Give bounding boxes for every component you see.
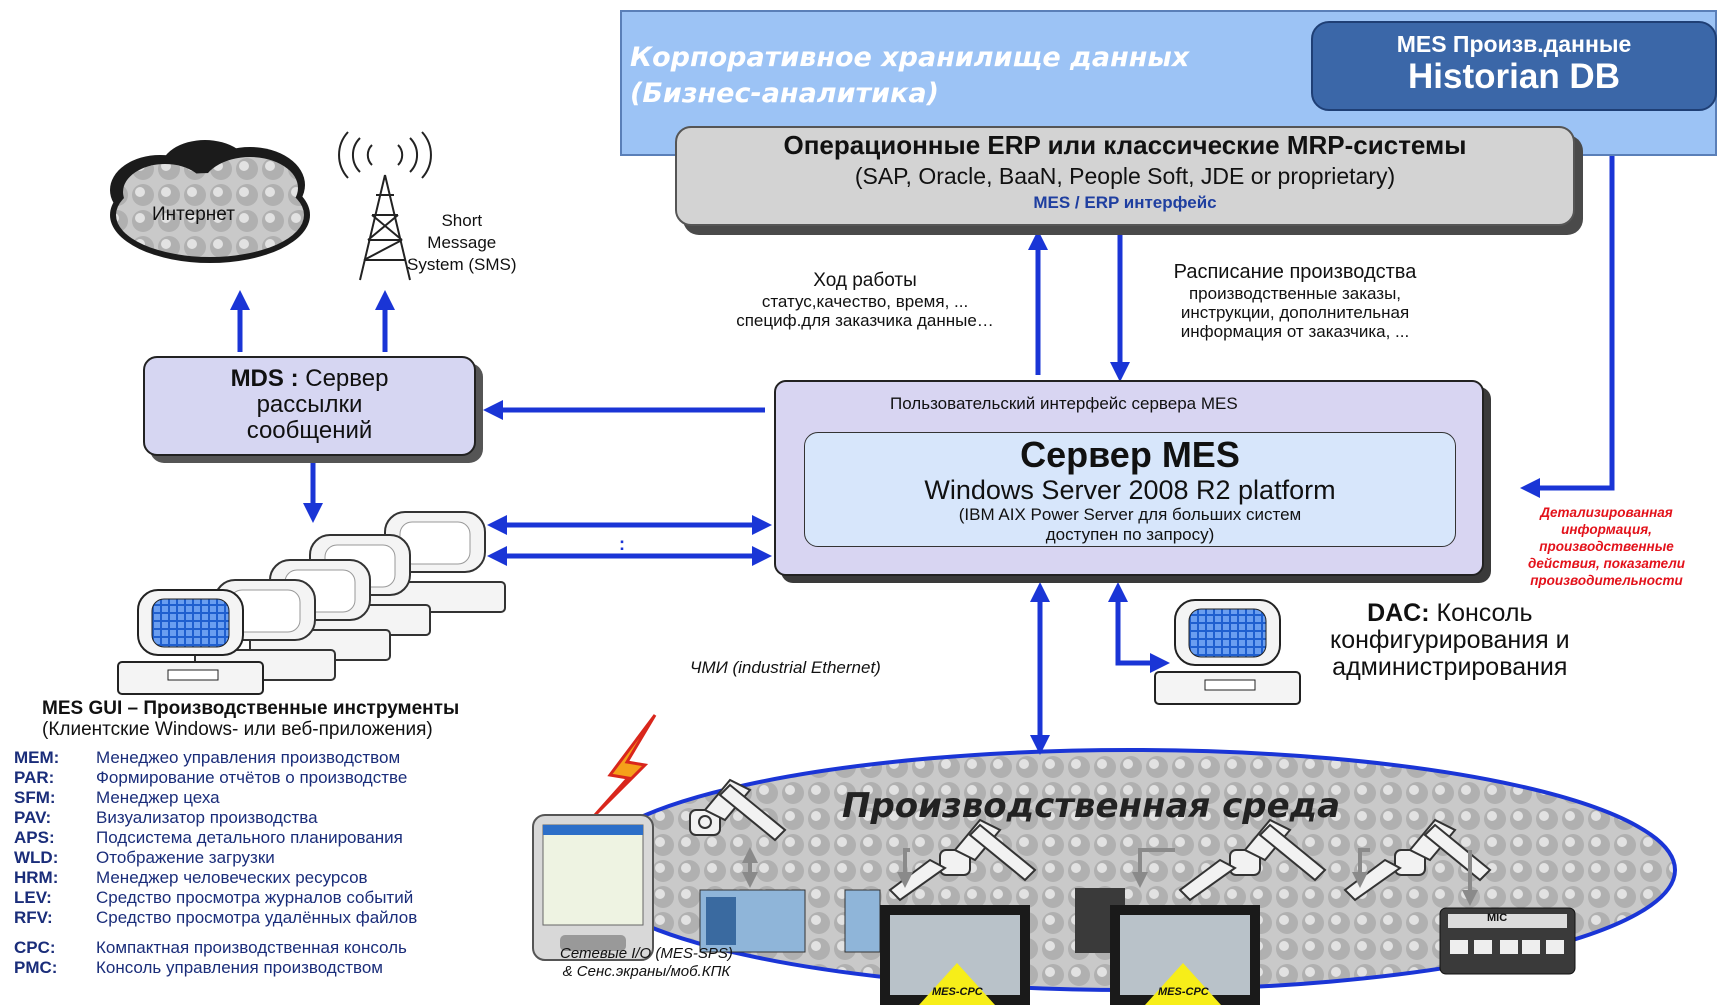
dac-rest: Консоль bbox=[1429, 599, 1533, 627]
internet-label: Интернет bbox=[152, 204, 235, 225]
server-title: Сервер MES bbox=[1020, 434, 1240, 475]
module-item: WLD:Отображение загрузки bbox=[14, 848, 275, 867]
warehouse-line2: (Бизнес-аналитика) bbox=[630, 78, 939, 109]
erp-title: Операционные ERP или классические MRP-си… bbox=[783, 130, 1467, 160]
cloud-icon bbox=[110, 140, 310, 263]
io-line1: Сетевые I/O (MES-SPS) bbox=[560, 945, 733, 962]
schedule-line2: инструкции, дополнительная bbox=[1180, 303, 1410, 322]
io-line2: & Сенс.экраны/моб.КПК bbox=[562, 963, 731, 980]
server-note2: доступен по запросу) bbox=[1045, 525, 1215, 544]
sms-line3: System (SMS) bbox=[407, 255, 517, 274]
cpc-tag: MES-CPC bbox=[1158, 986, 1209, 998]
touch-panel-icon bbox=[880, 905, 1260, 1005]
progress-title: Ход работы bbox=[813, 270, 917, 291]
progress-line2: специф.для заказчика данные… bbox=[736, 311, 994, 330]
schedule-flow-label: Расписание производства производственные… bbox=[1130, 260, 1460, 341]
schedule-line3: информация от заказчика, ... bbox=[1180, 322, 1410, 341]
mds-rest: Сервер bbox=[298, 365, 389, 392]
mes-server-inner: Сервер MES Windows Server 2008 R2 platfo… bbox=[804, 432, 1456, 547]
dac-line2: конфигурирования и bbox=[1330, 626, 1570, 654]
io-module-icon bbox=[699, 888, 1125, 953]
production-title: Производственная среда bbox=[842, 786, 1341, 826]
red-line1: Детализированная bbox=[1540, 505, 1673, 520]
gray-arrows bbox=[742, 847, 1478, 906]
dac-label: DAC: Консоль конфигурирования и админист… bbox=[1330, 600, 1570, 681]
module-item: PMC:Консоль управления производством bbox=[14, 958, 383, 977]
module-item: APS:Подсистема детального планирования bbox=[14, 828, 403, 847]
server-platform: Windows Server 2008 R2 platform bbox=[924, 475, 1336, 505]
warehouse-line1: Корпоративное хранилище данных bbox=[630, 42, 1190, 73]
sms-line1: Short bbox=[441, 211, 483, 230]
data-warehouse-label: Корпоративное хранилище данных (Бизнес-а… bbox=[630, 40, 1189, 112]
mds-line3: сообщений bbox=[246, 417, 373, 444]
module-item: LEV:Средство просмотра журналов событий bbox=[14, 888, 414, 907]
erp-box: Операционные ERP или классические MRP-си… bbox=[675, 126, 1575, 226]
server-note1: (IBM AIX Power Server для больших систем bbox=[958, 505, 1302, 524]
robot-arm-icon bbox=[689, 778, 1492, 902]
sms-line2: Message bbox=[427, 233, 497, 252]
colon-label: : bbox=[619, 534, 625, 554]
pda-icon bbox=[532, 814, 654, 961]
progress-flow-label: Ход работы статус,качество, время, ... с… bbox=[705, 270, 1025, 330]
schedule-title: Расписание производства bbox=[1173, 261, 1417, 283]
red-line5: производительности bbox=[1530, 573, 1683, 588]
lightning-icon bbox=[593, 714, 657, 817]
mds-box: MDS : Сервер рассылки сообщений bbox=[143, 356, 476, 456]
mes-gui-subtitle: (Клиентские Windows- или веб-приложения) bbox=[42, 719, 433, 740]
computer-icon bbox=[117, 511, 1301, 705]
module-item: RFV:Средство просмотра удалённых файлов bbox=[14, 908, 418, 927]
red-line3: производственные bbox=[1539, 539, 1674, 554]
historian-line2: Historian DB bbox=[1408, 57, 1620, 96]
connector-arrows bbox=[230, 118, 1622, 755]
mes-gui-title: MES GUI – Производственные инструменты bbox=[42, 698, 460, 719]
module-item: PAR:Формирование отчётов о производстве bbox=[14, 768, 408, 787]
mds-bold: MDS : bbox=[230, 365, 299, 392]
historian-line1: MES Произв.данные bbox=[1396, 31, 1632, 57]
sms-label: Short Message System (SMS) bbox=[407, 210, 517, 276]
module-item: CPC:Компактная производственная консоль bbox=[14, 938, 407, 957]
module-item: MEM:Менеджео управления производством bbox=[14, 748, 401, 767]
red-line4: действия, показатели bbox=[1527, 556, 1685, 571]
server-ui-label: Пользовательский интерфейс сервера MES bbox=[890, 394, 1238, 413]
mds-line2: рассылки bbox=[256, 391, 363, 418]
module-item: HRM:Менеджер человеческих ресурсов bbox=[14, 868, 368, 887]
antenna-icon bbox=[338, 131, 432, 281]
mic-label: MIC bbox=[1487, 912, 1508, 924]
hmi-label: ЧМИ (industrial Ethernet) bbox=[690, 658, 881, 677]
erp-subtitle: (SAP, Oracle, BaaN, People Soft, JDE or … bbox=[854, 163, 1396, 189]
dac-line3: администрирования bbox=[1332, 653, 1568, 681]
erp-interface: MES / ERP интерфейс bbox=[1033, 193, 1217, 212]
module-item: SFM:Менеджер цеха bbox=[14, 788, 220, 807]
schedule-line1: производственные заказы, bbox=[1188, 284, 1402, 303]
cpc-tag: MES-CPC bbox=[932, 986, 983, 998]
module-item: PAV:Визуализатор производства bbox=[14, 808, 318, 827]
detail-info-note: Детализированная информация, производств… bbox=[1496, 504, 1717, 589]
historian-db-box: MES Произв.данные Historian DB bbox=[1311, 21, 1717, 111]
dac-bold: DAC: bbox=[1367, 599, 1430, 627]
red-line2: информация, bbox=[1561, 522, 1652, 537]
io-label: Сетевые I/O (MES-SPS) & Сенс.экраны/моб.… bbox=[560, 945, 733, 981]
progress-line1: статус,качество, время, ... bbox=[761, 292, 969, 311]
keypad-icon bbox=[1439, 907, 1576, 975]
